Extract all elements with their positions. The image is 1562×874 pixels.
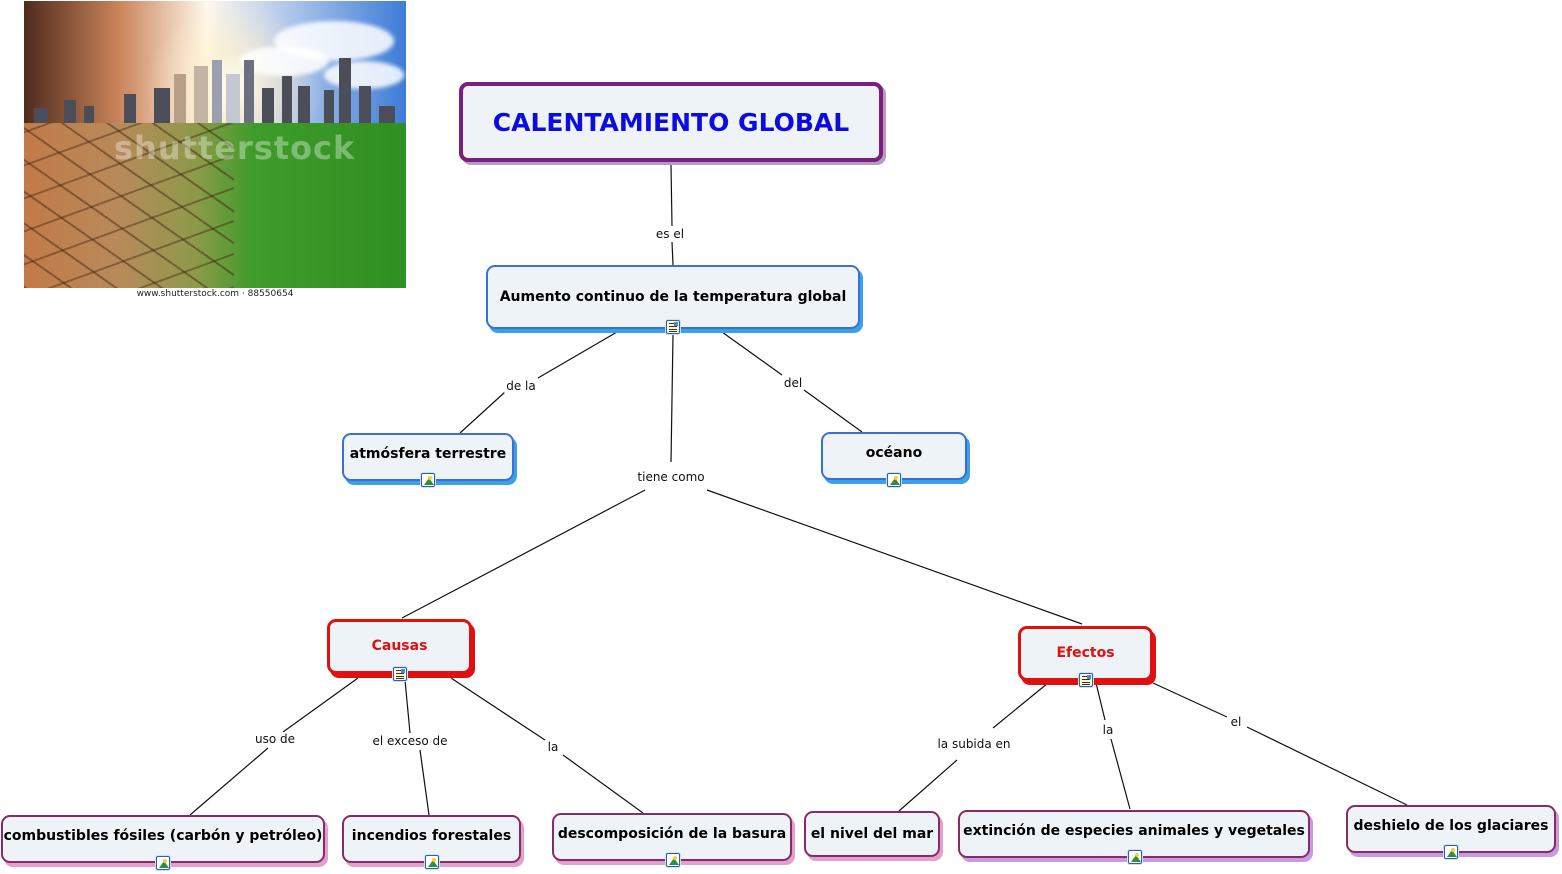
concept-root-label: CALENTAMIENTO GLOBAL [492, 107, 850, 137]
link-uso-de: uso de [252, 732, 298, 746]
link-tiene-como: tiene como [635, 470, 707, 484]
city-skyline [24, 50, 406, 130]
link-de-la: de la [504, 379, 538, 393]
line-causes-to-uso-de [282, 677, 359, 733]
link-del: del [781, 376, 805, 390]
line-tiene-como-to-effects [706, 489, 1083, 625]
concept-glaciers-label: deshielo de los glaciares [1353, 818, 1549, 834]
line-la-to-garbage [562, 754, 644, 814]
cloud [239, 46, 329, 76]
line-definition-to-de-la [537, 331, 618, 379]
line-causes-to-exceso [404, 679, 411, 734]
concept-garbage-label: descomposición de la basura [557, 826, 787, 842]
concept-extinction-label: extinción de especies animales y vegetal… [963, 823, 1305, 839]
cloud [324, 61, 404, 89]
image-icon[interactable] [887, 473, 901, 487]
line-causes-to-la [450, 677, 546, 741]
concept-sea-level[interactable]: el nivel del mar [804, 811, 940, 857]
watermark: shutterstock [114, 129, 356, 167]
link-la-subida-en: la subida en [935, 737, 1013, 751]
concept-effects-label: Efectos [1056, 644, 1115, 661]
line-root-to-es-el [670, 164, 673, 227]
line-definition-to-tiene-como [670, 334, 674, 463]
line-effects-to-el [1152, 682, 1228, 718]
line-definition-to-del [721, 331, 783, 376]
concept-extinction[interactable]: extinción de especies animales y vegetal… [958, 810, 1310, 858]
concept-root[interactable]: CALENTAMIENTO GLOBAL [459, 82, 883, 162]
link-el: el [1228, 715, 1244, 729]
climate-change-image: shutterstock [24, 1, 406, 288]
line-subida-to-sea-level [898, 759, 958, 812]
link-la-efectos: la [1100, 723, 1116, 737]
concept-garbage[interactable]: descomposición de la basura [552, 813, 792, 861]
concept-causes-label: Causas [371, 637, 428, 654]
document-image-icon[interactable] [393, 667, 407, 681]
concept-definition[interactable]: Aumento continuo de la temperatura globa… [486, 265, 860, 329]
concept-ocean-label: océano [865, 445, 923, 461]
line-el-to-glaciers [1246, 726, 1408, 806]
concept-atmosphere-label: atmósfera terrestre [349, 446, 507, 462]
line-uso-de-to-fossil [189, 747, 269, 816]
link-la-causas: la [545, 740, 561, 754]
concept-sea-level-label: el nivel del mar [810, 826, 934, 842]
image-icon[interactable] [1444, 845, 1458, 859]
ground [24, 123, 406, 288]
line-exceso-to-fires [419, 749, 430, 816]
document-image-icon[interactable] [1079, 673, 1093, 687]
image-icon[interactable] [156, 856, 170, 870]
image-icon[interactable] [425, 855, 439, 869]
image-icon[interactable] [1128, 850, 1142, 864]
concept-fossil-fuels-label: combustibles fósiles (carbón y petróleo) [3, 828, 323, 844]
concept-causes[interactable]: Causas [327, 619, 472, 674]
document-image-icon[interactable] [666, 320, 680, 334]
line-effects-to-subida [992, 682, 1049, 729]
concept-effects[interactable]: Efectos [1018, 626, 1153, 681]
image-icon[interactable] [421, 473, 435, 487]
cracked-earth [24, 123, 235, 288]
concept-ocean[interactable]: océano [821, 432, 967, 480]
line-la-to-extinction [1110, 738, 1131, 810]
line-es-el-to-definition [671, 241, 674, 266]
image-caption: www.shutterstock.com · 88550654 [136, 289, 294, 299]
line-de-la-to-atmosphere [459, 391, 506, 434]
link-es-el: es el [653, 227, 687, 241]
concept-forest-fires-label: incendios forestales [351, 828, 512, 844]
image-icon[interactable] [666, 853, 680, 867]
line-del-to-ocean [803, 389, 863, 433]
line-effects-to-la [1095, 682, 1106, 721]
line-tiene-como-to-causes [401, 489, 646, 619]
concept-definition-label: Aumento continuo de la temperatura globa… [499, 289, 847, 305]
link-el-exceso-de: el exceso de [370, 734, 450, 748]
